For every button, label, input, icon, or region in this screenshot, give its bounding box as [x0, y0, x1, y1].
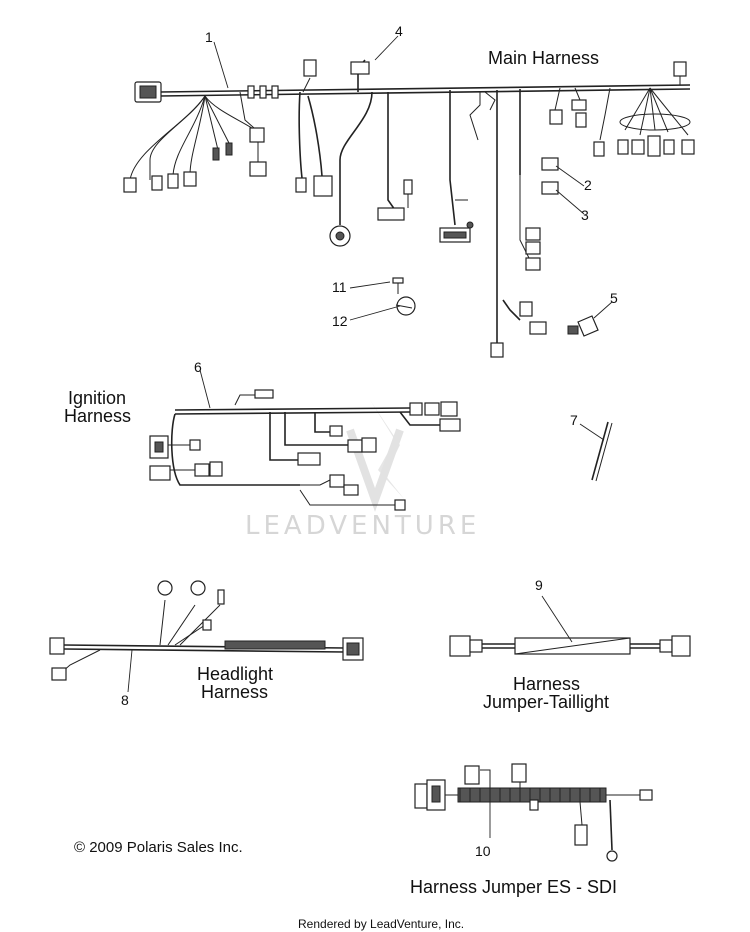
title-taillight-line2: Jumper-Taillight	[483, 692, 609, 712]
bolt-item-11	[392, 277, 404, 294]
callout-10: 10	[475, 843, 491, 859]
callout-7: 7	[570, 412, 578, 428]
callout-1: 1	[205, 29, 213, 45]
title-headlight-line1: Headlight	[197, 664, 273, 684]
clip-item-12	[395, 296, 416, 316]
callout-8: 8	[121, 692, 129, 708]
title-taillight-line1: Harness	[513, 674, 580, 694]
title-ignition-line1: Ignition	[68, 388, 126, 408]
headlight-harness	[49, 580, 364, 681]
callout-4: 4	[395, 23, 403, 39]
connector-item-5	[567, 315, 599, 337]
watermark-text: LEADVENTURE	[245, 511, 480, 541]
harness-jumper-taillight	[449, 635, 691, 657]
leader-lines	[127, 35, 613, 838]
title-ignition-line2: Harness	[64, 406, 131, 426]
title-es-sdi: Harness Jumper ES - SDI	[410, 877, 617, 897]
callout-9: 9	[535, 577, 543, 593]
title-main-harness: Main Harness	[488, 48, 599, 68]
harness-jumper-es-sdi	[414, 763, 653, 862]
callout-2: 2	[584, 177, 592, 193]
copyright-text: © 2009 Polaris Sales Inc.	[74, 839, 243, 856]
footer-credit: Rendered by LeadVenture, Inc.	[298, 917, 464, 931]
leadventure-watermark: LEADVENTURE	[245, 400, 480, 541]
title-headlight-line2: Harness	[201, 682, 268, 702]
callout-6: 6	[194, 359, 202, 375]
main-harness	[123, 59, 695, 358]
callout-11: 11	[332, 279, 347, 295]
callout-3: 3	[581, 207, 589, 223]
ignition-harness	[149, 389, 461, 511]
callout-12: 12	[332, 313, 348, 329]
callout-5: 5	[610, 290, 618, 306]
cable-tie-item-7	[591, 421, 613, 482]
